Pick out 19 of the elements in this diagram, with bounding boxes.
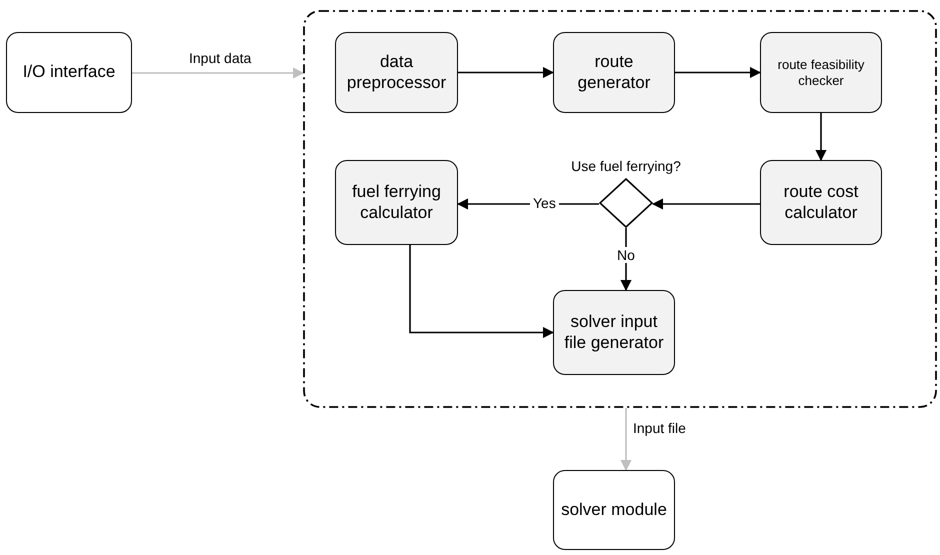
arrow (409, 245, 554, 338)
dashed-group-frame (303, 10, 937, 408)
arrow (815, 113, 827, 162)
arrow (675, 66, 762, 78)
arrow (458, 66, 554, 78)
process-box: solver module (553, 470, 675, 550)
process-box: route feasibility checker (760, 32, 882, 113)
process-box: route generator (553, 32, 675, 113)
process-box: data preprocessor (335, 32, 458, 113)
process-box: I/O interface (6, 32, 132, 113)
process-box: fuel ferrying calculator (335, 160, 458, 245)
process-box: route cost calculator (760, 160, 882, 245)
arrow (620, 228, 632, 292)
arrow (132, 67, 304, 79)
decision-label: Use fuel ferrying? (570, 158, 682, 174)
arrow (620, 408, 632, 472)
arrow (652, 198, 760, 210)
process-box: solver input file generator (553, 290, 675, 375)
edge-label: Yes (530, 195, 559, 211)
